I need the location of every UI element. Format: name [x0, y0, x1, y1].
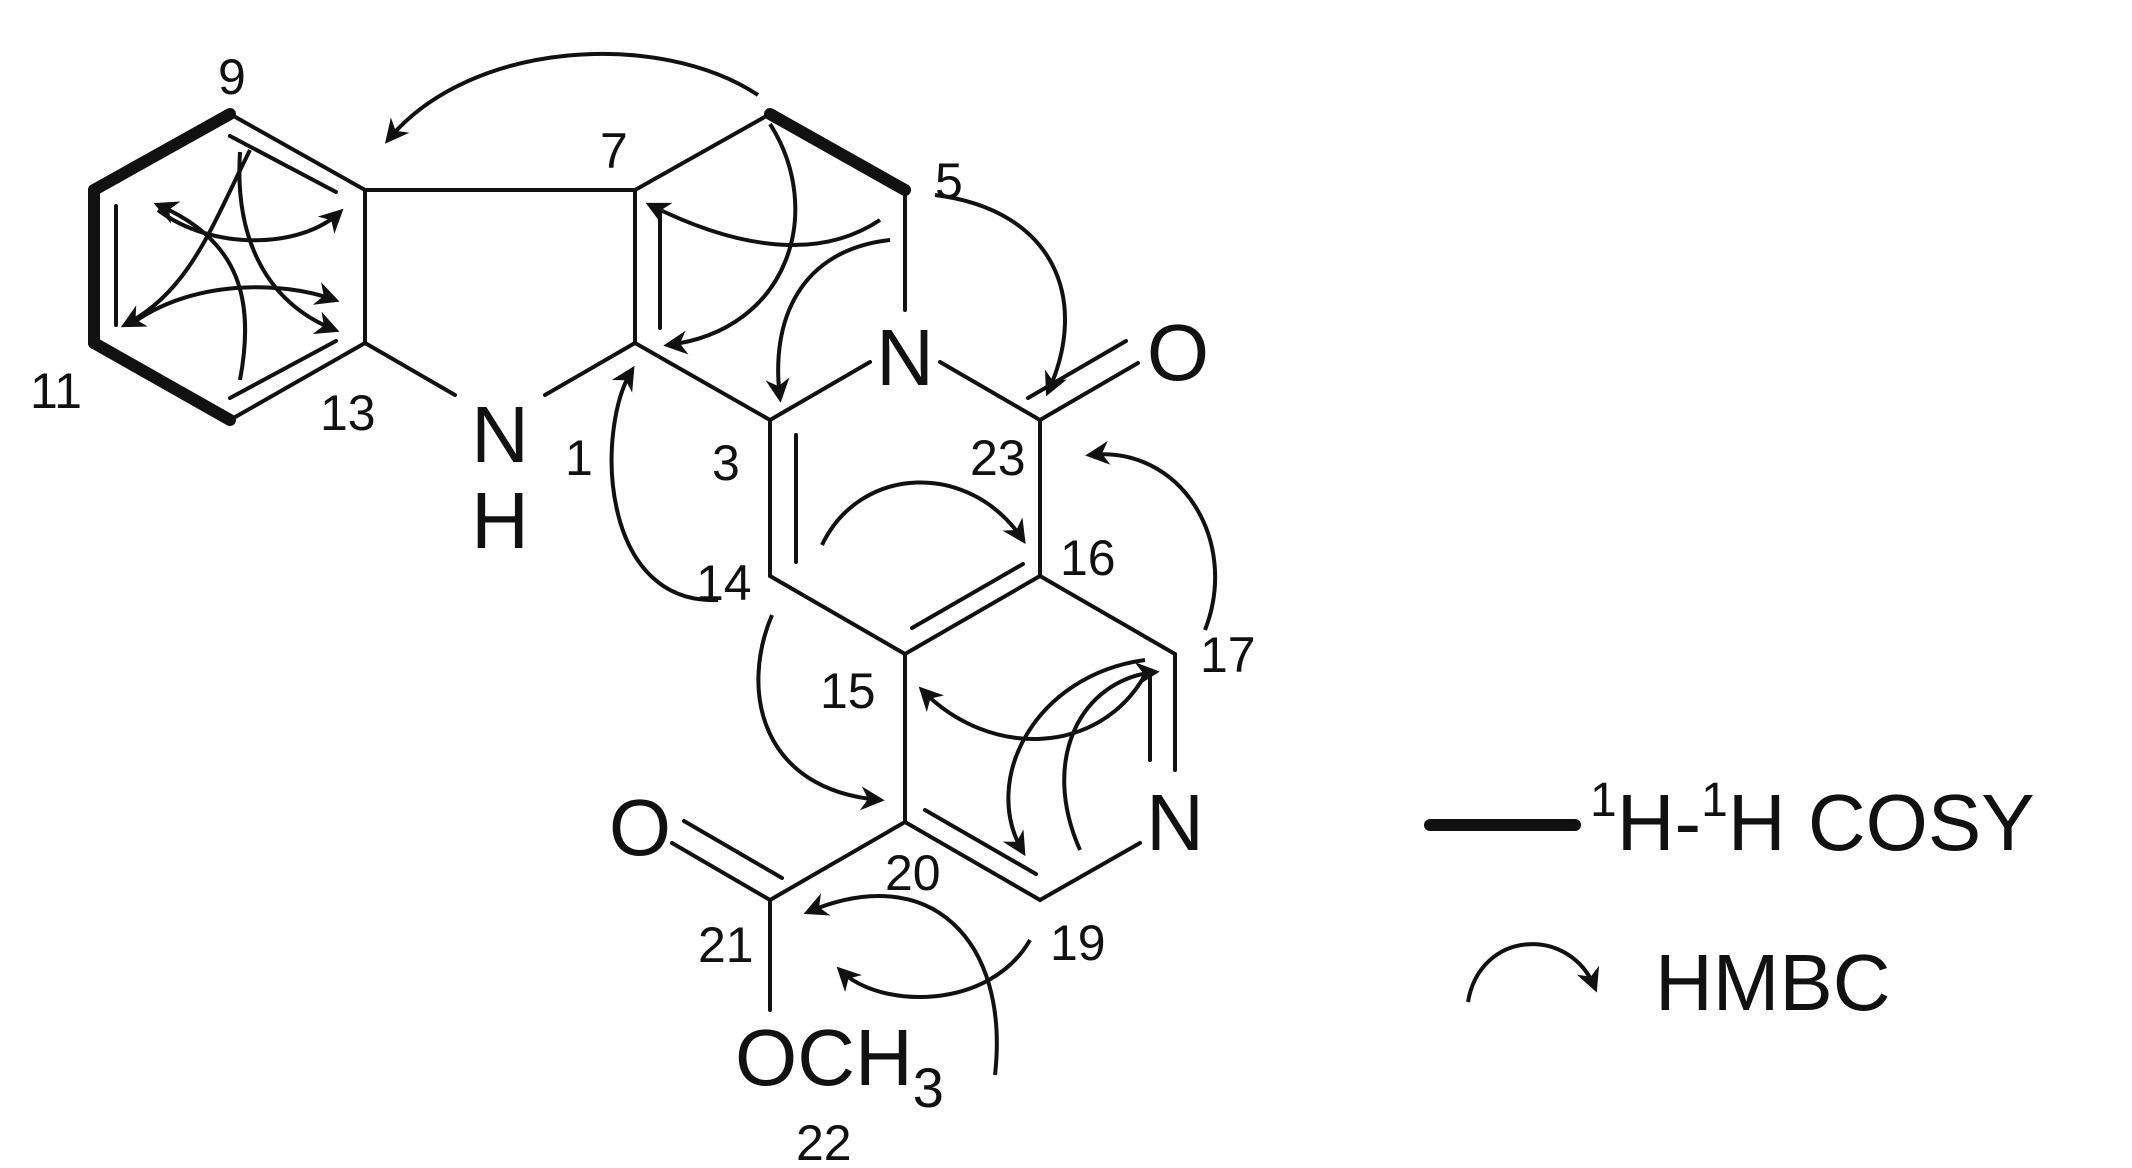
number-16: 16 — [1060, 530, 1116, 586]
hmbc-arrow-h11-c13 — [128, 282, 340, 327]
atom-n4: N — [876, 313, 934, 402]
bond-c7-c6 — [633, 112, 772, 192]
hmbc-arrow-h6-c2 — [663, 122, 798, 355]
cosy-bonds — [88, 108, 911, 426]
bond-inner-c12-c13 — [228, 339, 338, 400]
number-22: 22 — [796, 1115, 852, 1168]
legend-cosy-sup2: 1 — [1701, 774, 1728, 827]
number-19: 19 — [1050, 915, 1106, 971]
legend-cosy-h1: H- — [1617, 778, 1701, 867]
legend: 1H-1H COSY HMBC — [1424, 774, 2035, 1027]
bonds — [114, 112, 1177, 1012]
hmbc-arrow-h14-c2 — [609, 365, 719, 603]
bond-c19-c20 — [903, 820, 1042, 902]
hmbc-arrow-h17-c15 — [918, 674, 1147, 741]
bond-c21-o — [670, 841, 772, 902]
number-11: 11 — [30, 363, 82, 419]
legend-cosy-label: 1H-1H COSY — [1590, 774, 2035, 867]
bond-c16-c17 — [1038, 574, 1177, 656]
hmbc-arrow-h14-c16-over — [820, 480, 1026, 546]
number-13: 13 — [320, 385, 376, 441]
och3-subscript: 3 — [913, 1056, 944, 1119]
bond-n-c2 — [543, 341, 637, 397]
hmbc-arrow-h19-c21 — [836, 939, 1032, 1000]
number-14: 14 — [696, 555, 752, 611]
atom-n1: N — [471, 390, 529, 479]
bond-n4-c23 — [938, 360, 1042, 422]
atom-och3: OCH3 — [735, 1013, 944, 1119]
number-15: 15 — [820, 663, 876, 719]
hmbc-arrow-h5-c3 — [765, 238, 891, 403]
position-numbers: 1 3 5 7 9 11 13 14 15 16 17 19 20 21 22 … — [30, 49, 1256, 1168]
bond-inner-c8-c9 — [228, 134, 338, 194]
hmbc-arrow-h5-c23 — [934, 193, 1068, 397]
legend-cosy-sup1: 1 — [1590, 774, 1617, 827]
bond-c15-c16-double — [910, 562, 1025, 630]
atom-h1: H — [471, 476, 529, 565]
legend-cosy-rest: H COSY — [1728, 778, 2035, 867]
number-3: 3 — [712, 435, 740, 491]
bond-c2-c3 — [633, 341, 772, 422]
hmbc-arrow-h5-c7 — [645, 202, 882, 248]
bond-c14-c15 — [768, 574, 907, 656]
hmbc-arrow-h9-c11 — [120, 149, 252, 328]
hmbc-arrow-h17-c23 — [1085, 440, 1217, 631]
bond-c8-c9 — [228, 112, 367, 192]
hmbc-arrows — [120, 51, 1217, 1076]
bond-c13-n — [363, 341, 457, 397]
hmbc-arrow-h22-c21 — [803, 893, 999, 1076]
cosy-bond-c6-c5 — [764, 108, 911, 196]
number-17: 17 — [1200, 627, 1256, 683]
bond-c21-o-double — [682, 819, 784, 880]
number-1: 1 — [565, 430, 593, 486]
number-7: 7 — [600, 123, 628, 179]
number-23: 23 — [970, 430, 1026, 486]
hmbc-arrow-h6-c8 — [384, 51, 760, 144]
hmbc-arrow-h14-c20 — [756, 614, 885, 811]
cosy-bond-c9-c10 — [88, 108, 236, 196]
number-9: 9 — [218, 49, 246, 105]
hmbc-arrow-h9-c13 — [237, 151, 340, 334]
atom-n18: N — [1146, 778, 1204, 867]
legend-hmbc-label: HMBC — [1655, 938, 1891, 1027]
bond-c23-o-double — [1026, 339, 1128, 400]
bond-c15-c16 — [903, 574, 1042, 656]
bond-c19-c20-double — [923, 808, 1038, 876]
atom-o-carbonyl: O — [1147, 308, 1209, 397]
legend-hmbc-arrow — [1466, 942, 1600, 1003]
bond-c20-c21 — [768, 820, 907, 902]
number-20: 20 — [885, 845, 941, 901]
number-21: 21 — [698, 917, 754, 973]
hmbc-arrow-h12-c10 — [153, 201, 248, 381]
number-5: 5 — [935, 153, 963, 209]
bond-c3-n4 — [768, 360, 872, 422]
hmbc-arrow-h19-c17 — [1062, 662, 1160, 851]
atom-o-ester: O — [609, 783, 671, 872]
och3-main: OCH — [735, 1013, 913, 1102]
bond-c12-c13 — [228, 341, 367, 422]
atom-labels: N H N O N O OCH3 — [471, 308, 1209, 1119]
bond-n18-c19 — [1038, 841, 1142, 902]
hmbc-arrow-h17-c19 — [1002, 658, 1146, 857]
bond-c23-o — [1038, 361, 1140, 422]
cosy-bond-c11-c12 — [88, 337, 236, 426]
